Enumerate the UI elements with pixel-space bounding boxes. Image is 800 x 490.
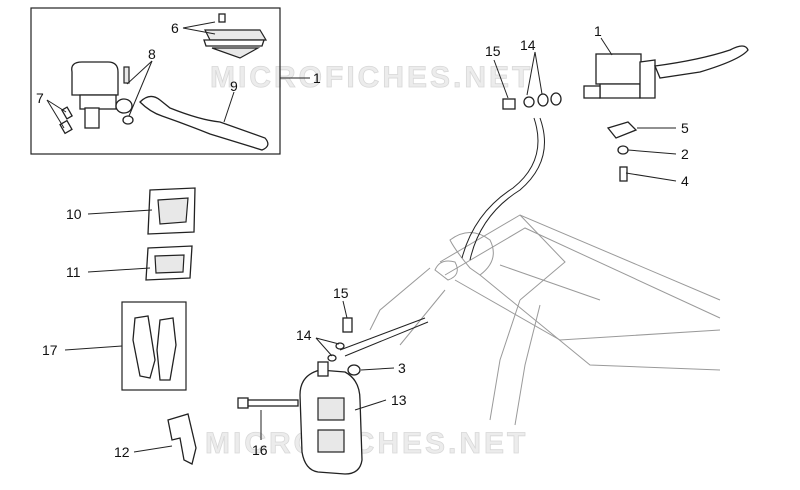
callout-3: 3 — [398, 360, 406, 376]
master-cylinder-inset — [59, 61, 134, 135]
callout-10: 10 — [66, 206, 82, 222]
callout-14-top: 14 — [520, 37, 536, 53]
callout-1-inset: 1 — [313, 70, 321, 86]
inset-box — [30, 7, 281, 155]
callout-11: 11 — [66, 264, 81, 280]
brake-caliper — [299, 361, 363, 475]
master-cylinder-right — [583, 45, 749, 99]
callout-9: 9 — [230, 78, 238, 94]
watermark-bottom: MICROFICHES.NET — [205, 427, 528, 460]
reservoir-cap-inset — [203, 13, 268, 59]
pad-spring — [167, 413, 197, 465]
brake-hose — [339, 117, 545, 357]
callout-7: 7 — [36, 90, 44, 106]
watermark-top: MICROFICHES.NET — [210, 61, 533, 94]
banjo-bolt-top — [502, 92, 562, 110]
caliper-bolt — [237, 397, 299, 409]
callout-14-caliper: 14 — [296, 327, 312, 343]
callout-15-top: 15 — [485, 43, 501, 59]
callout-labels: 1 1 2 3 4 5 6 7 8 9 10 11 12 13 14 14 15… — [36, 20, 689, 460]
callout-15-caliper: 15 — [333, 285, 349, 301]
banjo-bolt-caliper — [327, 317, 361, 376]
brake-lever-inset — [139, 95, 269, 151]
frame-outline — [369, 214, 721, 426]
callout-16: 16 — [252, 442, 268, 458]
callout-13: 13 — [391, 392, 407, 408]
callout-5: 5 — [681, 120, 689, 136]
leader-lines — [46, 21, 677, 453]
callout-12: 12 — [114, 444, 130, 460]
callout-8: 8 — [148, 46, 156, 62]
callout-2: 2 — [681, 146, 689, 162]
brake-pads — [132, 315, 177, 381]
callout-6: 6 — [171, 20, 179, 36]
callout-1-right: 1 — [594, 23, 602, 39]
callout-4: 4 — [681, 173, 689, 189]
switch-parts — [606, 121, 638, 182]
pad-kits — [145, 187, 196, 281]
callout-17: 17 — [42, 342, 58, 358]
